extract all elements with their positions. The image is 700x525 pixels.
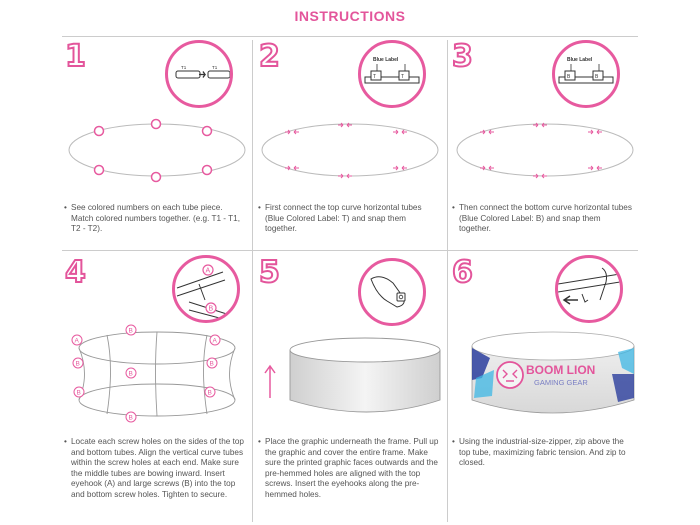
top-divider bbox=[62, 36, 638, 37]
marker-label: B bbox=[129, 328, 133, 335]
detail-circle: Blue Label B B bbox=[552, 40, 620, 108]
marker-label: B bbox=[210, 361, 214, 368]
step-instructions: •Locate each screw holes on the sides of… bbox=[64, 437, 244, 499]
frame-diagram bbox=[456, 122, 634, 179]
column-divider-1 bbox=[252, 40, 253, 522]
step-text: Then connect the bottom curve horizontal… bbox=[459, 203, 632, 234]
graphic-cover-diagram bbox=[264, 337, 441, 413]
detail-circle bbox=[358, 258, 426, 326]
middle-divider bbox=[62, 250, 638, 251]
detail-circle: A B bbox=[172, 255, 240, 323]
marker-label: A bbox=[206, 268, 211, 275]
step-number: 2 bbox=[258, 39, 281, 74]
step-instructions: •See colored numbers on each tube piece.… bbox=[64, 203, 240, 234]
marker-label: B bbox=[77, 390, 81, 397]
page-title: INSTRUCTIONS bbox=[294, 8, 406, 24]
step-text: First connect the top curve horizontal t… bbox=[265, 203, 422, 234]
step-number: 6 bbox=[451, 255, 474, 290]
step-number: 1 bbox=[64, 39, 87, 74]
tube-tag: T bbox=[401, 74, 404, 80]
tube-tag: T bbox=[373, 74, 376, 80]
step-text: See colored numbers on each tube piece. … bbox=[71, 203, 240, 234]
step-text: Using the industrial-size-zipper, zip ab… bbox=[459, 437, 626, 468]
frame-diagram bbox=[261, 122, 439, 179]
column-divider-2 bbox=[447, 40, 448, 522]
frame-diagram bbox=[68, 118, 246, 183]
step-number: 4 bbox=[64, 255, 87, 290]
marker-label: A bbox=[213, 338, 218, 345]
finished-display: BOOM LION GAMING GEAR bbox=[471, 331, 635, 414]
detail-circle: Blue Label T T bbox=[358, 40, 426, 108]
marker-label: B bbox=[208, 390, 212, 397]
detail-circle: T1 T1 bbox=[165, 40, 233, 108]
step-text: Locate each screw holes on the sides of … bbox=[71, 437, 244, 499]
detail-circle bbox=[555, 255, 623, 323]
step-number: 3 bbox=[451, 39, 474, 74]
label-callout: Blue Label bbox=[373, 57, 399, 63]
step-instructions: •Then connect the bottom curve horizonta… bbox=[452, 203, 632, 234]
brand-name: BOOM LION bbox=[526, 363, 595, 377]
tube-tag: B bbox=[595, 74, 599, 80]
marker-label: B bbox=[209, 306, 214, 313]
step-text: Place the graphic underneath the frame. … bbox=[265, 437, 439, 499]
frame-diagram bbox=[78, 331, 236, 417]
marker-label: B bbox=[129, 371, 133, 378]
marker-label: B bbox=[129, 415, 133, 422]
marker-label: B bbox=[76, 361, 80, 368]
tube-tag: T1 bbox=[181, 65, 187, 70]
marker-label: A bbox=[75, 338, 80, 345]
step-number: 5 bbox=[258, 255, 281, 290]
step-instructions: •Using the industrial-size-zipper, zip a… bbox=[452, 437, 626, 468]
tube-tag: T1 bbox=[212, 65, 218, 70]
tube-tag: B bbox=[567, 74, 571, 80]
label-callout: Blue Label bbox=[567, 57, 593, 63]
brand-tagline: GAMING GEAR bbox=[534, 378, 588, 387]
step-instructions: •Place the graphic underneath the frame.… bbox=[258, 437, 439, 499]
step-instructions: •First connect the top curve horizontal … bbox=[258, 203, 422, 234]
